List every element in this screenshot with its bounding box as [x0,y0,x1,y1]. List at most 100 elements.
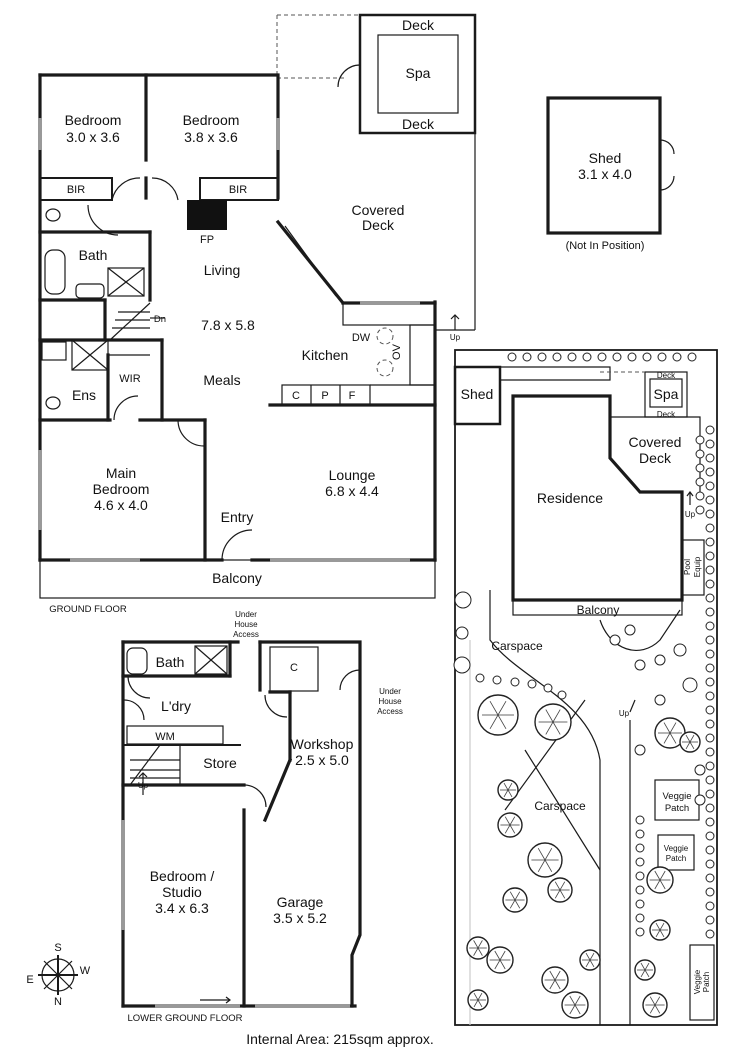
tree-branch [685,734,691,743]
veggie-patch-3-line2: Patch [702,972,711,992]
shrub-symbol [609,634,621,646]
tree-branch [654,879,661,890]
tree-branch [473,940,479,949]
site-residence-label: Residence [537,490,603,506]
shrub-symbol [705,537,715,547]
shrub-symbol [635,843,645,853]
tree-branch [509,816,516,826]
tree-branch [494,950,501,961]
shrub-symbol [705,523,715,533]
tree-branch [477,947,483,956]
shrub-symbol [705,495,715,505]
shrub-symbol [705,915,715,925]
living-size: 7.8 x 5.8 [201,317,255,333]
shrub-symbol [705,859,715,869]
tree-branch [494,959,501,970]
garage-size: 3.5 x 5.2 [273,910,327,926]
bedroom-studio-name2: Studio [162,884,202,900]
lounge-name: Lounge [329,467,376,483]
shrub-symbol [705,901,715,911]
veggie-patch-1-line1: Veggie [662,791,691,802]
veggie-patch-1-line2: Patch [665,803,689,814]
under-house-access-right-3: Access [377,707,403,716]
pantry-c-label: C [292,390,300,402]
shrub-symbol [705,649,715,659]
shrub-symbol [695,463,705,473]
shrub-symbol [624,624,636,636]
site-up-label-1: Up [685,510,696,519]
site-balcony-label: Balcony [577,603,620,617]
workshop-size: 2.5 x 5.0 [295,752,349,768]
shrub-symbol [673,643,687,657]
shrub-symbol [453,656,471,674]
shrub-symbol [695,435,705,445]
shrub-symbol [705,509,715,519]
shrub-symbol [510,677,520,687]
site-vegetation [453,352,715,1019]
tree-branch [589,952,595,961]
living-name: Living [204,262,241,278]
tree-branch [689,734,695,743]
tree-branch [640,969,646,978]
covered-deck-line1: Covered [352,202,405,218]
shrub-symbol [705,719,715,729]
veggie-patch-3-line1: Veggie [693,969,702,994]
shrub-symbol [695,505,705,515]
tree-branch [644,969,650,978]
tree-branch [477,999,483,1008]
tree-branch [499,950,506,961]
shed-size: 3.1 x 4.0 [578,166,632,182]
shrub-symbol [705,775,715,785]
tree-branch [499,959,506,970]
ground-floor-plan [38,13,477,599]
shrub-symbol [522,352,532,362]
tree-branch [509,899,516,909]
shrub-symbol [612,352,622,362]
shrub-symbol [635,857,645,867]
tree-branch [503,782,509,791]
shrub-symbol [642,352,652,362]
tree-branch [659,929,665,938]
tree-branch [503,789,509,798]
washing-machine-label: WM [155,731,175,743]
tree-branch [585,952,591,961]
tree-branch [585,959,591,968]
tree-branch [649,1004,656,1014]
tree-branch [504,824,511,834]
shrub-symbol [705,789,715,799]
tree-branch [504,816,511,826]
shrub-symbol [654,694,666,706]
shrub-symbol [537,352,547,362]
bir-right-label: BIR [229,184,247,196]
stairs-down-label: Dn [154,314,166,325]
shrub-symbol [635,871,645,881]
entry-label: Entry [221,509,254,525]
tree-branch [552,709,561,723]
tree-branch [655,922,661,931]
tree-branch [549,979,556,990]
lower-bath-label: Bath [156,654,185,670]
tree-branch [659,922,665,931]
tree-branch [655,929,661,938]
tree-branch [559,889,566,899]
tree-branch [663,722,671,734]
tree-branch [497,714,507,730]
shrub-symbol [634,744,646,756]
shrub-symbol [557,690,567,700]
tree-branch [477,992,483,1001]
compass-w: W [80,965,91,977]
lower-ground-floor-plan [121,640,362,1008]
shed-name: Shed [589,150,622,166]
lower-up-label: Up [138,781,149,790]
site-pool-equip-line2: Equip [693,556,702,577]
shrub-symbol [705,607,715,617]
tree-branch [554,889,561,899]
site-pool-equip-line1: Pool [683,559,692,575]
shrub-symbol [695,477,705,487]
tree-branch [473,992,479,1001]
wir-label: WIR [119,373,140,385]
tree-branch [654,1004,661,1014]
shrub-symbol [657,352,667,362]
tree-branch [574,1004,581,1015]
